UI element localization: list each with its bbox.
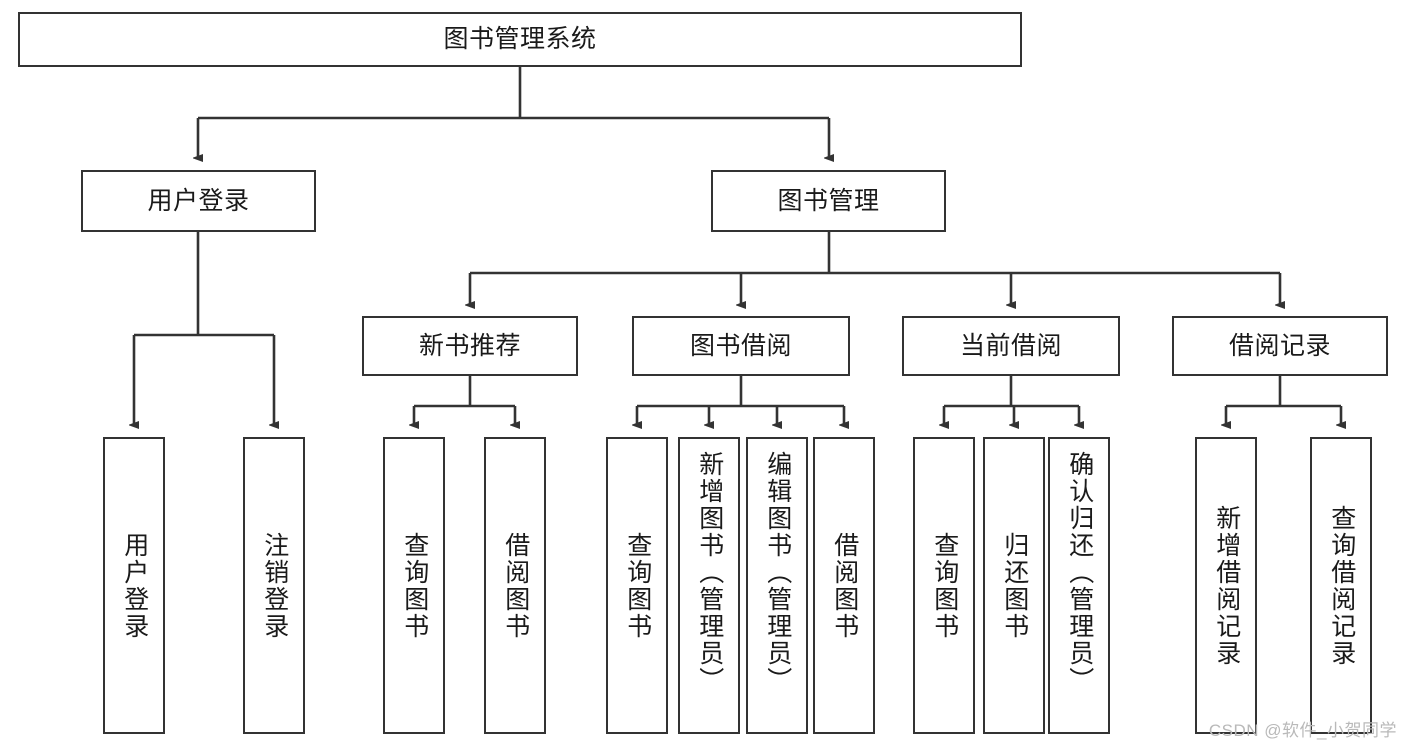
node-user-login[interactable]: 用户登录 [81, 170, 316, 232]
leaf-book-borrow-add-book-admin[interactable]: 新增图书（管理员） [678, 437, 740, 734]
node-label: 归还图书 [1000, 531, 1029, 640]
node-label: 查询图书 [623, 531, 652, 640]
node-label: 用户登录 [120, 531, 149, 640]
node-label: 图书借阅 [689, 331, 792, 360]
node-label: 确认归还（管理员） [1065, 451, 1094, 694]
leaf-current-borrow-return-book[interactable]: 归还图书 [983, 437, 1045, 734]
node-label: 查询图书 [400, 531, 429, 640]
node-book-borrow[interactable]: 图书借阅 [632, 316, 850, 376]
node-label: 图书管理 [777, 186, 880, 215]
node-label: 图书管理系统 [443, 25, 597, 54]
leaf-book-borrow-borrow-book[interactable]: 借阅图书 [813, 437, 875, 734]
node-current-borrow[interactable]: 当前借阅 [902, 316, 1120, 376]
leaf-new-book-query-book[interactable]: 查询图书 [383, 437, 445, 734]
leaf-current-borrow-confirm-return-admin[interactable]: 确认归还（管理员） [1048, 437, 1110, 734]
node-label: 查询图书 [930, 531, 959, 640]
node-label: 新增图书（管理员） [695, 451, 724, 694]
node-borrow-record[interactable]: 借阅记录 [1172, 316, 1388, 376]
node-label: 借阅图书 [501, 531, 530, 640]
node-label: 新增借阅记录 [1212, 504, 1241, 667]
leaf-current-borrow-query-book[interactable]: 查询图书 [913, 437, 975, 734]
leaf-user-login-logout[interactable]: 注销登录 [243, 437, 305, 734]
node-label: 当前借阅 [959, 331, 1062, 360]
leaf-borrow-record-add-record[interactable]: 新增借阅记录 [1195, 437, 1257, 734]
node-label: 借阅记录 [1228, 331, 1331, 360]
node-label: 用户登录 [147, 186, 250, 215]
node-label: 借阅图书 [830, 531, 859, 640]
leaf-book-borrow-query-book[interactable]: 查询图书 [606, 437, 668, 734]
node-new-book-recommend[interactable]: 新书推荐 [362, 316, 578, 376]
leaf-book-borrow-edit-book-admin[interactable]: 编辑图书（管理员） [746, 437, 808, 734]
node-root-book-management-system[interactable]: 图书管理系统 [18, 12, 1022, 67]
node-label: 新书推荐 [418, 331, 521, 360]
watermark-csdn: CSDN @软件_小贺同学 [1208, 721, 1397, 740]
node-book-management[interactable]: 图书管理 [711, 170, 946, 232]
node-label: 注销登录 [260, 531, 289, 640]
leaf-user-login-login[interactable]: 用户登录 [103, 437, 165, 734]
leaf-new-book-borrow-book[interactable]: 借阅图书 [484, 437, 546, 734]
leaf-borrow-record-query-record[interactable]: 查询借阅记录 [1310, 437, 1372, 734]
node-label: 查询借阅记录 [1327, 504, 1356, 667]
node-label: 编辑图书（管理员） [763, 451, 792, 694]
